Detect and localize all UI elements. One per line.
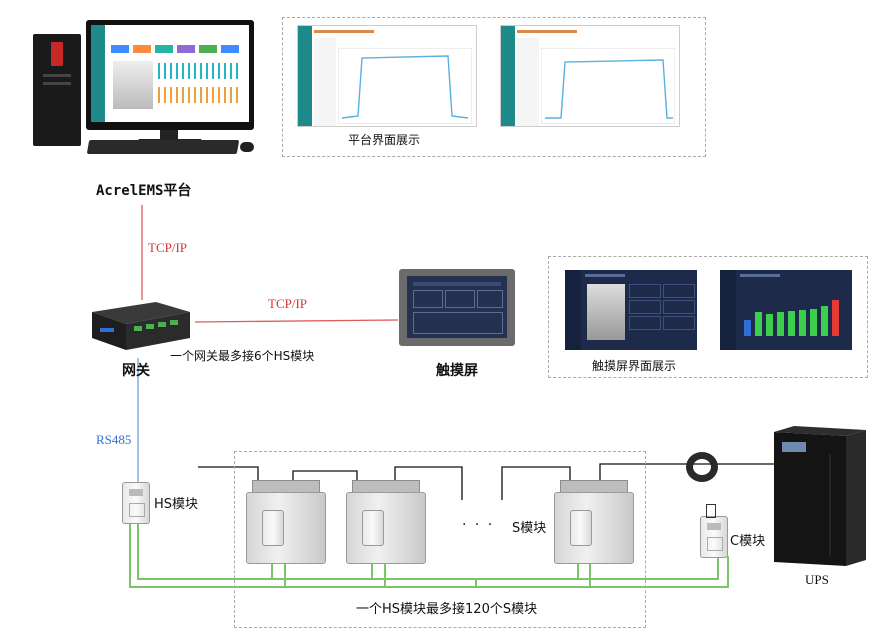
power-bus-2	[292, 470, 358, 484]
touchscreen-device	[399, 269, 515, 346]
hs-note: 一个HS模块最多接120个S模块	[356, 602, 538, 617]
touch-display-frame	[548, 256, 868, 378]
ellipsis: · · ·	[462, 517, 495, 533]
tcp-line-touch	[194, 319, 399, 323]
platform-screenshot-2	[500, 25, 680, 127]
power-bus-3	[394, 466, 463, 500]
s-module-label: S模块	[512, 521, 547, 536]
hs-module-label: HS模块	[154, 497, 199, 512]
mouse	[240, 142, 254, 152]
battery-1	[246, 480, 326, 564]
ups-label: UPS	[805, 572, 829, 587]
green-bus-bottom	[129, 522, 729, 588]
green-bus-top	[137, 522, 719, 580]
power-bus-4	[501, 466, 571, 500]
touchscreen-label: 触摸屏	[436, 363, 478, 379]
platform-screenshot-1	[297, 25, 477, 127]
rs485-label: RS485	[96, 432, 132, 447]
keyboard	[86, 140, 240, 154]
touch-display-label: 触摸屏界面展示	[592, 359, 677, 373]
monitor-stand	[160, 130, 178, 140]
platform-display-frame	[282, 17, 706, 157]
platform-label: AcrelEMS平台	[96, 183, 192, 199]
c-module-connector	[706, 504, 716, 518]
power-bus-5	[599, 463, 790, 484]
monitor	[86, 20, 254, 130]
current-sensor	[686, 452, 718, 482]
ups-cabinet	[770, 424, 868, 568]
gateway-note: 一个网关最多接6个HS模块	[170, 349, 315, 363]
pc-tower	[33, 34, 81, 146]
c-module-label: C模块	[730, 534, 766, 549]
platform-display-label: 平台界面展示	[348, 133, 421, 147]
gateway-device	[86, 298, 194, 352]
c-module-device	[700, 516, 728, 558]
battery-3	[554, 480, 634, 564]
tcp-label-platform: TCP/IP	[148, 240, 188, 255]
touch-screenshot-1	[565, 270, 697, 350]
power-bus-1	[198, 466, 259, 484]
touch-screenshot-2	[720, 270, 852, 350]
battery-2	[346, 480, 426, 564]
monitor-screen	[91, 25, 249, 122]
s-module-group-frame	[234, 451, 646, 628]
tcp-label-touch: TCP/IP	[268, 296, 308, 311]
hs-module-device	[122, 482, 150, 524]
gateway-label: 网关	[122, 363, 150, 379]
